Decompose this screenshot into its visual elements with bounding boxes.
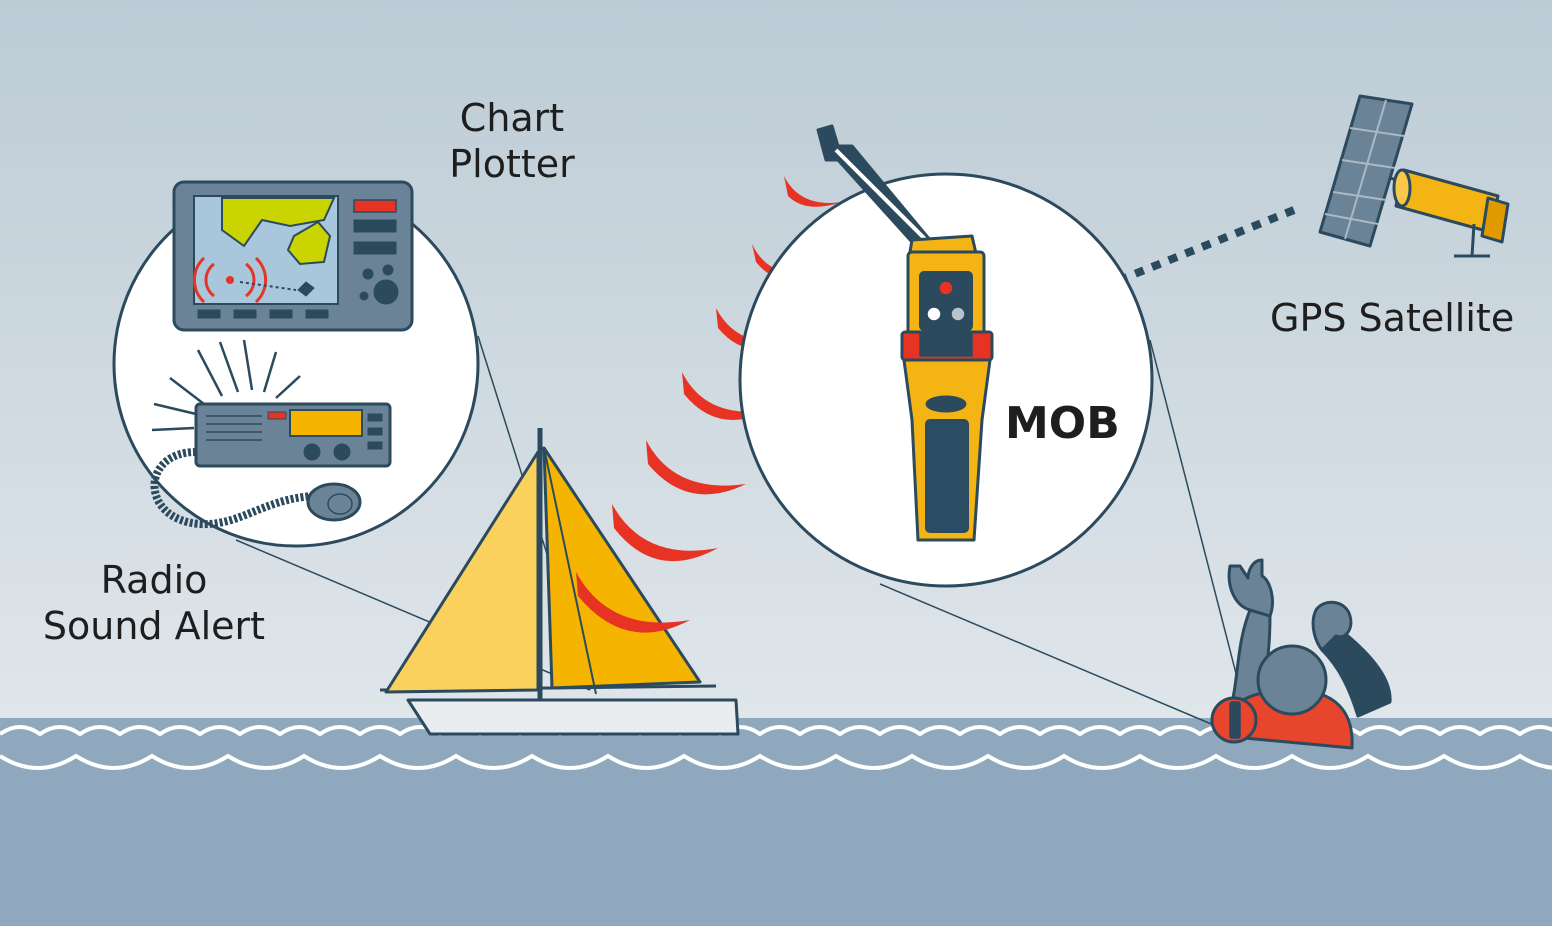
radio-sound-alert-label: Radio Sound Alert: [30, 558, 278, 649]
gps-satellite-label: GPS Satellite: [1270, 296, 1515, 340]
chart-plotter-label-line-1: Chart: [459, 96, 565, 140]
person-in-water-icon: [1210, 558, 1392, 750]
mob-label: MOB: [1005, 398, 1120, 449]
gps-satellite-icon: [1318, 94, 1510, 258]
sailboat-icon: [379, 428, 740, 736]
radio-signal-icon: [576, 176, 842, 633]
sea: [0, 745, 1552, 926]
radio-sound-alert-label-line-1: Radio: [100, 558, 208, 602]
wave-line-bottom: [0, 753, 1552, 770]
mob-beacon-icon: [816, 124, 994, 542]
chart-plotter-label-line-2: Plotter: [449, 141, 575, 186]
chart-plotter-label: Chart Plotter: [442, 96, 582, 187]
chart-plotter-icon: [172, 180, 414, 332]
radio-sound-alert-label-line-2: Sound Alert: [42, 603, 266, 648]
vhf-radio-icon: [150, 339, 392, 529]
